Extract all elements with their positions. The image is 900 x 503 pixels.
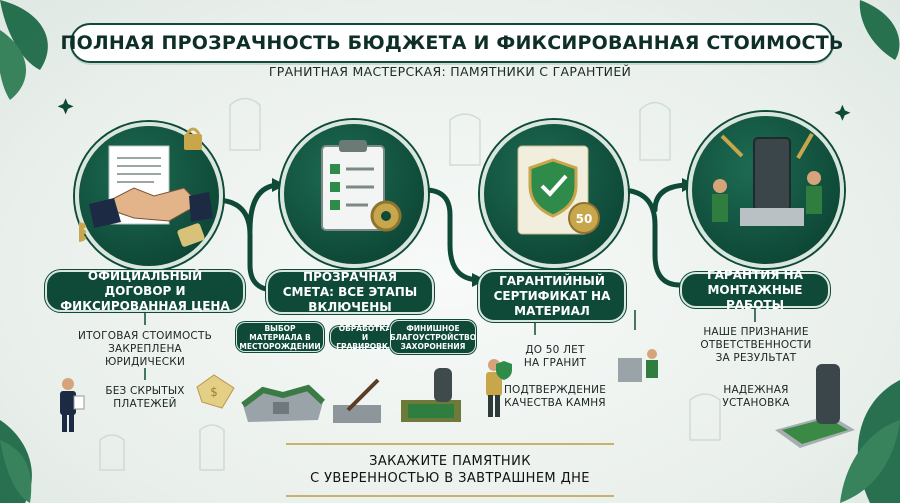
stage-4-label: ГАРАНТИЯ НА МОНТАЖНЫЕ РАБОТЫ — [680, 268, 830, 312]
substep-3-chip: ФИНИШНОЕ БЛАГОУСТРОЙСТВО ЗАХОРОНЕНИЯ — [390, 320, 476, 354]
handshake-contract-icon — [68, 127, 213, 247]
page-title: ПОЛНАЯ ПРОЗРАЧНОСТЬ БЮДЖЕТА И ФИКСИРОВАН… — [60, 32, 844, 54]
cta-line-1: ЗАКАЖИТЕ ПАМЯТНИК — [369, 454, 531, 469]
engraving-tool-icon — [333, 378, 381, 423]
grave-landscaping-icon — [401, 368, 461, 422]
stage-4-note-2: НАДЕЖНАЯ УСТАНОВКА — [722, 384, 790, 409]
quarry-icon — [241, 384, 326, 422]
stage-4-circle — [688, 112, 844, 268]
stage-3-note-1: ДО 50 ЛЕТ НА ГРАНИТ — [523, 344, 587, 369]
installation-workers-icon — [712, 132, 822, 226]
stage-1-circle — [68, 122, 223, 270]
inspector-person-icon — [486, 359, 512, 417]
stage-4-note-1: НАШЕ ПРИЗНАНИЕ ОТВЕТСТВЕННОСТИ ЗА РЕЗУЛЬ… — [700, 326, 812, 364]
person-with-document-icon — [60, 378, 85, 432]
checklist-clipboard-icon — [321, 140, 402, 232]
svg-text:$: $ — [210, 385, 218, 399]
page-title-banner: ПОЛНАЯ ПРОЗРАЧНОСТЬ БЮДЖЕТА И ФИКСИРОВАН… — [60, 23, 843, 63]
stage-3-circle: 50 — [480, 120, 628, 268]
stage-2-circle — [280, 120, 428, 268]
stage-1-label: ОФИЦИАЛЬНЫЙ ДОГОВОР И ФИКСИРОВАННАЯ ЦЕНА — [45, 269, 245, 313]
installed-monument-icon — [775, 364, 855, 448]
cta-line-2: С УВЕРЕННОСТЬЮ В ЗАВТРАШНЕМ ДНЕ — [310, 471, 590, 486]
stage-1-note-1: ИТОГОВАЯ СТОИМОСТЬ ЗАКРЕПЛЕНА ЮРИДИЧЕСКИ — [78, 330, 212, 368]
stone-block-worker-icon — [618, 349, 658, 382]
price-tag-icon: $ — [196, 374, 235, 409]
stage-2-label: ПРОЗРАЧНАЯ СМЕТА: ВСЕ ЭТАПЫ ВКЛЮЧЕНЫ — [266, 270, 434, 314]
certificate-badge-text: 50 — [576, 212, 593, 226]
stage-3-label: ГАРАНТИЙНЫЙ СЕРТИФИКАТ НА МАТЕРИАЛ — [478, 270, 626, 322]
substep-1-chip: ВЫБОР МАТЕРИАЛА В МЕСТОРОЖДЕНИИ — [236, 322, 324, 352]
call-to-action: ЗАКАЖИТЕ ПАМЯТНИК С УВЕРЕННОСТЬЮ В ЗАВТР… — [286, 443, 614, 497]
stage-3-note-2: ПОДТВЕРЖДЕНИЕ КАЧЕСТВА КАМНЯ — [503, 384, 607, 409]
certificate-shield-icon: 50 — [517, 145, 600, 235]
stage-1-note-2: БЕЗ СКРЫТЫХ ПЛАТЕЖЕЙ — [105, 385, 185, 410]
page-subtitle: ГРАНИТНАЯ МАСТЕРСКАЯ: ПАМЯТНИКИ С ГАРАНТ… — [268, 64, 632, 79]
